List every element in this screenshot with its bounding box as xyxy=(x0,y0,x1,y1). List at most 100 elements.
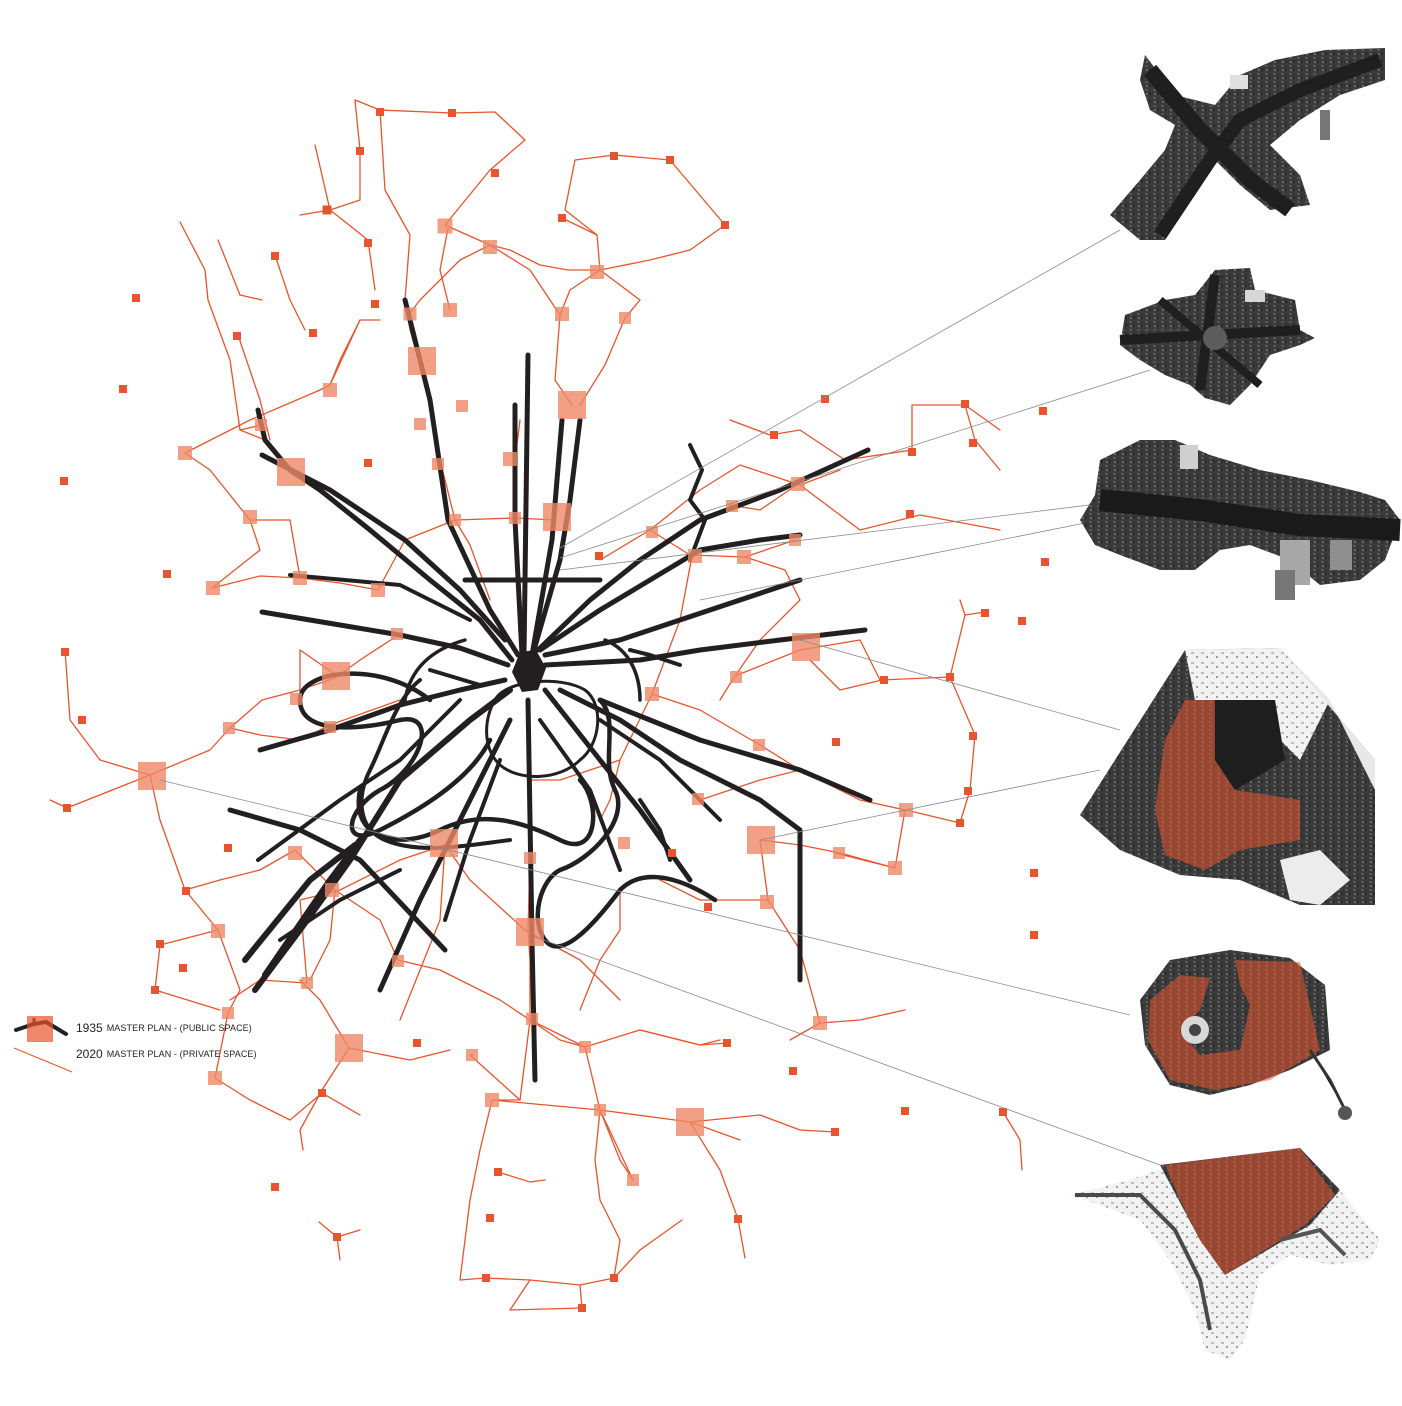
private-space-node xyxy=(222,1007,234,1019)
private-network-line xyxy=(905,809,961,824)
private-space-node xyxy=(356,147,364,155)
private-space-node xyxy=(516,918,544,946)
radial-sw-long xyxy=(256,698,462,862)
legend-1935-label: MASTER PLAN - (PUBLIC SPACE) xyxy=(106,1023,252,1033)
private-space-node xyxy=(726,500,738,512)
inset-connectors xyxy=(159,229,1161,1166)
private-network-line xyxy=(799,484,1001,531)
private-network-line xyxy=(314,144,361,211)
connector-line xyxy=(559,369,1151,559)
private-network-line xyxy=(819,1009,906,1024)
private-space-node xyxy=(832,738,840,746)
private-network-line xyxy=(613,1219,683,1279)
private-space-node xyxy=(668,849,676,857)
private-space-node xyxy=(753,739,765,751)
private-network-line xyxy=(734,611,986,681)
radial-north-1 xyxy=(521,352,531,658)
private-space-node xyxy=(969,732,977,740)
private-space-node xyxy=(322,662,350,690)
private-space-nodes xyxy=(60,108,1049,1312)
private-space-node xyxy=(325,883,339,897)
private-space-node xyxy=(734,1215,742,1223)
private-space-node xyxy=(509,512,521,524)
private-space-node xyxy=(645,687,659,701)
orange-square-icon xyxy=(27,1016,53,1042)
spur-east xyxy=(628,648,682,667)
private-space-node xyxy=(901,1107,909,1115)
radial-s-1 xyxy=(525,697,538,1083)
private-space-node xyxy=(466,1049,478,1061)
private-space-node xyxy=(1030,869,1038,877)
private-space-node xyxy=(789,1067,797,1075)
private-space-node xyxy=(964,787,972,795)
private-space-node xyxy=(1018,617,1026,625)
legend-icon-2020 xyxy=(13,1016,73,1073)
legend-1935-year: 1935 xyxy=(76,1021,103,1035)
connector-line xyxy=(159,779,1131,1016)
private-network-line xyxy=(454,517,557,521)
inner-ring xyxy=(485,679,600,778)
private-network-line xyxy=(379,109,526,226)
private-space-node xyxy=(692,793,704,805)
private-space-node xyxy=(364,239,372,247)
private-network-line xyxy=(599,1109,634,1181)
private-space-node xyxy=(322,205,332,215)
radial-s-3 xyxy=(443,758,502,922)
private-space-node xyxy=(1041,558,1049,566)
private-space-node xyxy=(704,903,712,911)
private-network-line xyxy=(329,319,361,386)
private-space-node xyxy=(760,895,774,909)
private-space-node xyxy=(791,477,805,491)
radial-sw-3 xyxy=(278,868,402,942)
private-space-node xyxy=(223,722,235,734)
private-space-node xyxy=(233,332,241,340)
private-space-node xyxy=(813,1016,827,1030)
private-space-node xyxy=(721,221,729,229)
private-space-node xyxy=(208,1071,222,1085)
private-network-line xyxy=(299,1047,350,1151)
aerial-inset-horseshoe-complex xyxy=(1140,950,1352,1120)
private-space-node xyxy=(277,458,305,486)
private-space-node xyxy=(594,1104,606,1116)
private-network-line xyxy=(529,1019,728,1048)
private-network-line xyxy=(529,759,621,781)
private-space-node xyxy=(558,214,566,222)
radial-se-3 xyxy=(597,697,873,803)
private-network-line xyxy=(274,254,306,331)
private-network-line xyxy=(299,209,376,291)
private-space-node xyxy=(646,526,658,538)
radial-e-2 xyxy=(542,577,803,658)
private-network-line xyxy=(689,1114,836,1133)
private-space-node xyxy=(392,955,404,967)
private-space-node xyxy=(178,446,192,460)
private-overlay xyxy=(1148,960,1320,1090)
connector-line xyxy=(699,519,1101,601)
radial-se-2 xyxy=(557,687,803,983)
private-space-node xyxy=(730,671,742,683)
private-network-line xyxy=(444,224,573,406)
private-space-node xyxy=(485,1093,499,1107)
private-network-line xyxy=(179,221,263,431)
private-space-node xyxy=(324,721,336,733)
private-network-line xyxy=(459,1099,615,1286)
private-space-node xyxy=(403,307,417,321)
private-space-node xyxy=(486,1214,494,1222)
private-space-node xyxy=(1030,931,1038,939)
private-overlay xyxy=(1165,1148,1335,1275)
connector-line xyxy=(559,499,1131,571)
private-space-node xyxy=(318,1089,326,1097)
connector-line xyxy=(799,639,1121,731)
private-space-node xyxy=(430,829,458,857)
aerial-inset-cross-avenue xyxy=(1110,48,1385,240)
private-space-node xyxy=(414,418,426,430)
private-space-node xyxy=(182,887,190,895)
private-space-node xyxy=(880,676,888,684)
private-space-node xyxy=(688,549,702,563)
private-overlay xyxy=(1155,700,1300,870)
private-space-node xyxy=(908,448,916,456)
private-network-line xyxy=(64,649,151,776)
private-space-node xyxy=(437,218,453,234)
legend-2020-label: MASTER PLAN - (PRIVATE SPACE) xyxy=(106,1049,257,1059)
private-space-node xyxy=(271,252,279,260)
private-space-node xyxy=(503,452,517,466)
